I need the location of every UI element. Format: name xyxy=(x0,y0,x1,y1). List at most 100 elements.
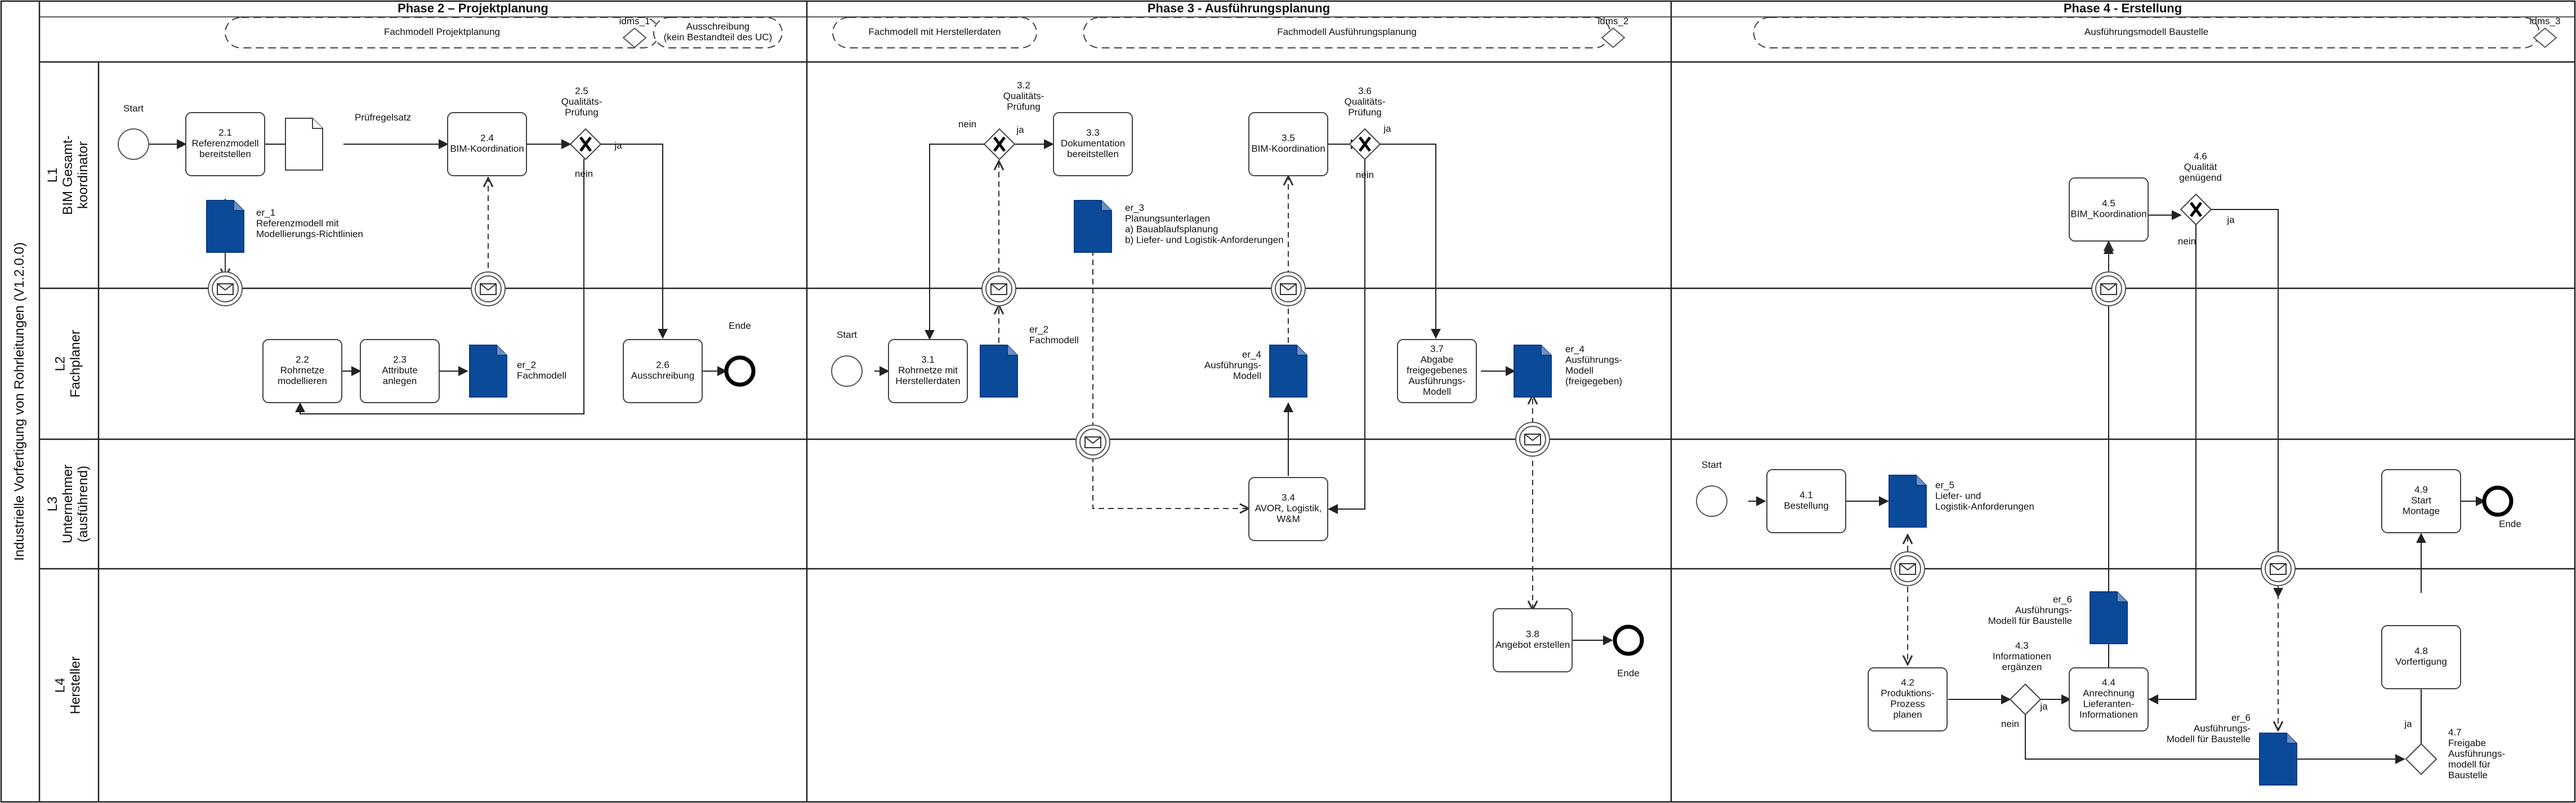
data-object-icon xyxy=(1269,345,1307,398)
event-label: Start xyxy=(837,329,857,340)
phase-artifact-box xyxy=(832,17,1037,48)
data-object-shape xyxy=(1074,200,1112,253)
gateway-diamond xyxy=(2009,683,2042,716)
task-box xyxy=(262,339,342,403)
lane-label: L3Unternehmer(ausführend) xyxy=(45,465,91,543)
flow-label: nein xyxy=(575,168,593,179)
lane-label: L4Hersteller xyxy=(53,657,83,715)
gateway-x-icon xyxy=(579,136,592,152)
message-event-icon xyxy=(2261,551,2296,586)
sequence-flow xyxy=(925,144,998,340)
event-label: Start xyxy=(1702,460,1722,470)
idms-marker: idms_1 xyxy=(619,16,650,48)
task-box xyxy=(1868,667,1948,731)
gateway-x-icon xyxy=(1359,136,1371,152)
idms-label: idms_1 xyxy=(619,16,650,26)
phase-artifact-box xyxy=(1753,17,2540,48)
idms-diamond xyxy=(2533,27,2557,48)
envelope-flap-icon xyxy=(480,283,497,291)
phase-artifact-label: Fachmodell mit Herstellerdaten xyxy=(868,26,1001,37)
gateway-diamond xyxy=(2405,743,2437,775)
data-object-shape xyxy=(980,345,1018,398)
task-box xyxy=(1766,469,1846,533)
start-event xyxy=(1696,485,1727,517)
data-object-fold xyxy=(1541,345,1551,356)
task-box xyxy=(1248,112,1328,176)
task-box xyxy=(1397,339,1477,403)
idms-diamond xyxy=(1601,27,1626,48)
data-object-fold xyxy=(1916,475,1926,486)
data-object-shape xyxy=(1889,475,1927,528)
idms-label: idms_2 xyxy=(1598,16,1629,26)
message-event-icon xyxy=(1890,551,1925,586)
phase-artifact: Fachmodell Ausführungsplanung xyxy=(1083,17,1611,48)
flow-label: nein xyxy=(2001,719,2019,729)
flow-label: ja xyxy=(1016,124,1024,135)
sequence-flow xyxy=(295,159,584,414)
end-event xyxy=(2482,485,2514,517)
phase-artifact: Ausschreibung(kein Bestandteil des UC) xyxy=(653,17,783,48)
data-object-shape xyxy=(1514,345,1552,398)
message-event-icon xyxy=(208,271,243,306)
data-object-icon xyxy=(1074,200,1112,253)
phase-artifact: Fachmodell mit Herstellerdaten xyxy=(832,17,1037,48)
data-object-shape xyxy=(285,118,323,171)
envelope-flap-icon xyxy=(1084,436,1101,444)
event-label: Ende xyxy=(729,320,751,331)
message-event-icon xyxy=(471,271,506,306)
data-object-shape xyxy=(2259,733,2297,786)
data-object-fold xyxy=(496,345,507,356)
data-association xyxy=(1092,457,1249,508)
phase-artifact-box xyxy=(653,17,783,48)
phase-artifact-label: Ausschreibung(kein Bestandteil des UC) xyxy=(664,21,773,43)
data-object-icon xyxy=(2259,733,2297,786)
data-object-label: Prüfregelsatz xyxy=(355,112,411,123)
message-event-icon xyxy=(2091,271,2126,306)
idms-marker: idms_2 xyxy=(1598,16,1629,48)
flow-label: nein xyxy=(1356,169,1374,180)
envelope-flap-icon xyxy=(1524,434,1541,441)
data-object-shape xyxy=(1269,345,1307,398)
lane-label: L2Fachplaner xyxy=(53,330,83,398)
phase-artifact: Ausführungsmodell Baustelle xyxy=(1753,17,2540,48)
task-box xyxy=(447,112,527,176)
task-box xyxy=(888,339,968,403)
data-object-fold xyxy=(1296,345,1307,356)
gateway-x-icon xyxy=(993,136,1006,152)
gateway-x-icon xyxy=(2190,202,2202,217)
data-object-icon xyxy=(980,345,1018,398)
envelope-flap-icon xyxy=(2270,563,2287,571)
task-box xyxy=(360,339,440,403)
idms-diamond xyxy=(622,27,647,48)
task-box xyxy=(623,339,703,403)
idms-marker: idms_3 xyxy=(2530,16,2561,48)
data-object-icon xyxy=(2090,591,2128,644)
task-box xyxy=(2381,469,2461,533)
end-event xyxy=(1613,624,1644,656)
data-object-icon xyxy=(469,345,507,398)
phase-artifact-label: Ausführungsmodell Baustelle xyxy=(2084,26,2208,37)
idms-label: idms_3 xyxy=(2530,16,2561,26)
sequence-flow xyxy=(601,144,668,339)
